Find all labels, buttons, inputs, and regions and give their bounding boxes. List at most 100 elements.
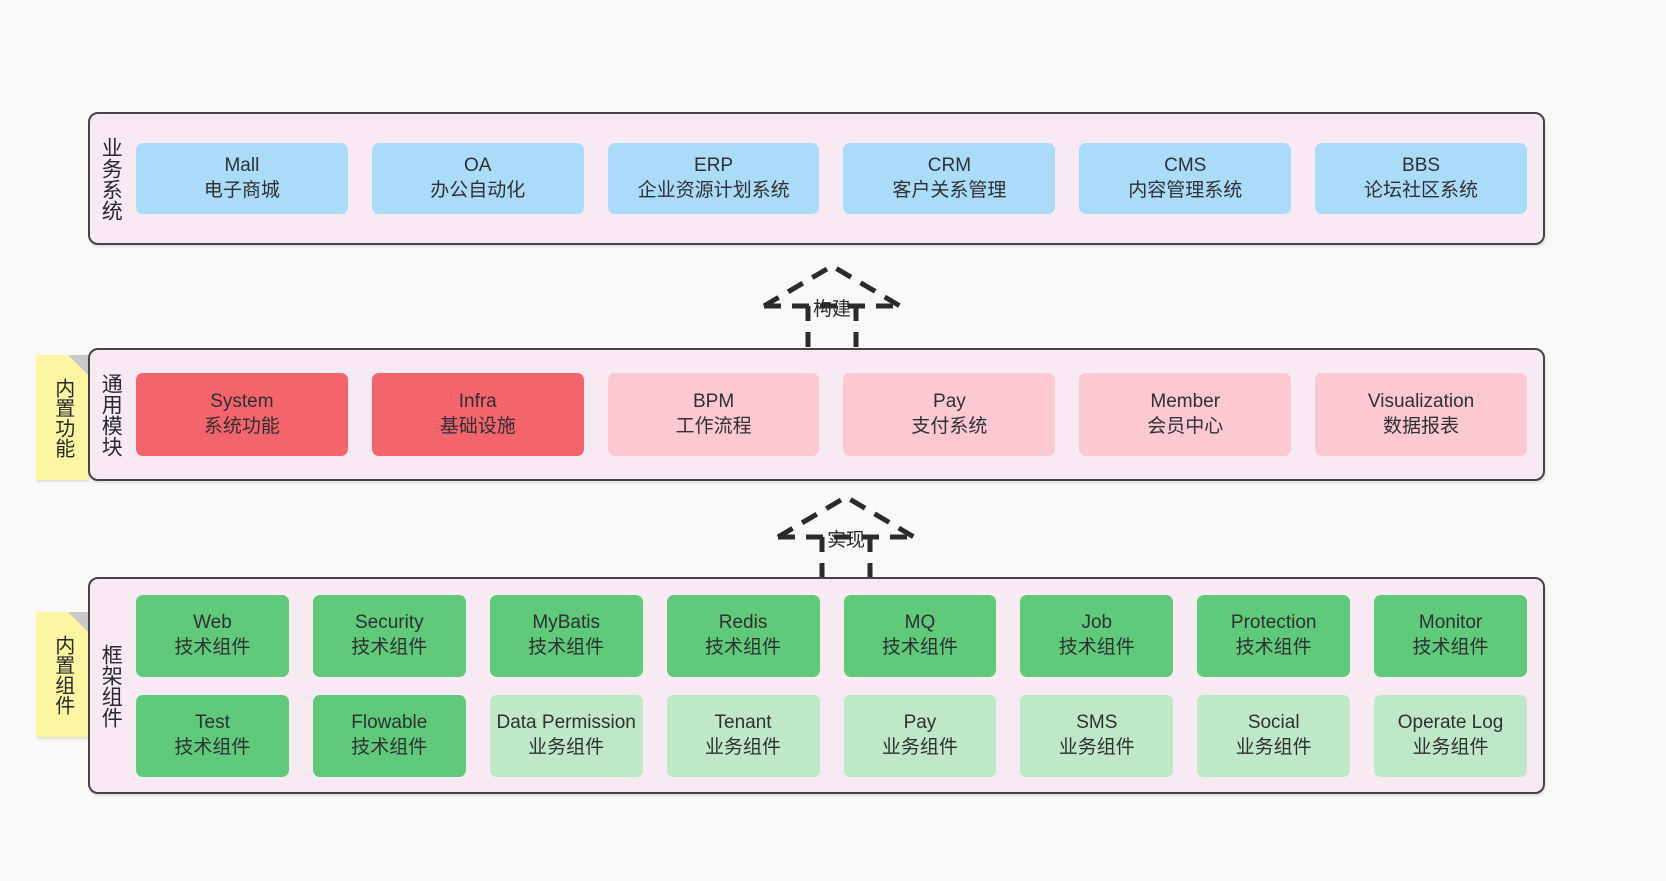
component-card-title: Operate Log [1397,712,1504,734]
module-card-infra[interactable]: Infra 基础设施 [371,373,584,456]
layer-band-framework: 框架组件 Web 技术组件 Security 技术组件 MyBatis 技术组件… [88,577,1545,794]
component-card-mq[interactable]: MQ 技术组件 [843,594,997,677]
band-body-common: System 系统功能 Infra 基础设施 BPM 工作流程 Pay 支付系统… [130,350,1543,479]
module-card-oa[interactable]: OA 办公自动化 [371,143,584,214]
band-row: Web 技术组件 Security 技术组件 MyBatis 技术组件 Redi… [136,594,1527,677]
sticky-note-builtin-features: 内置功能 [36,355,88,480]
component-card-title: SMS [1076,712,1118,734]
component-card-subtitle: 技术组件 [174,636,251,658]
module-card-subtitle: 内容管理系统 [1128,179,1243,201]
component-card-subtitle: 技术组件 [881,636,958,658]
component-card-monitor[interactable]: Monitor 技术组件 [1374,594,1527,677]
component-card-title: Pay [903,712,937,734]
component-card-redis[interactable]: Redis 技术组件 [666,594,820,677]
component-card-subtitle: 业务组件 [1412,736,1489,758]
component-card-subtitle: 业务组件 [705,736,782,758]
component-card-data-permission[interactable]: Data Permission 业务组件 [489,694,643,777]
component-card-sms[interactable]: SMS 业务组件 [1020,694,1174,777]
component-card-subtitle: 技术组件 [528,636,605,658]
module-card-cms[interactable]: CMS 内容管理系统 [1079,143,1292,214]
component-card-tenant[interactable]: Tenant 业务组件 [666,694,820,777]
module-card-subtitle: 系统功能 [203,415,280,437]
module-card-title: BBS [1402,155,1441,177]
component-card-mybatis[interactable]: MyBatis 技术组件 [489,594,643,677]
sticky-note-builtin-components: 内置组件 [36,612,88,737]
component-card-subtitle: 技术组件 [174,736,251,758]
layer-band-common: 通用模块 System 系统功能 Infra 基础设施 BPM 工作流程 Pay… [88,348,1545,481]
band-row: System 系统功能 Infra 基础设施 BPM 工作流程 Pay 支付系统… [136,373,1527,456]
component-card-title: Test [195,712,230,734]
component-card-subtitle: 业务组件 [528,736,605,758]
module-card-subtitle: 论坛社区系统 [1364,179,1479,201]
band-label-business: 业务系统 [99,136,123,221]
component-card-title: Redis [718,612,768,634]
page-fold-icon [68,612,88,632]
module-card-title: Visualization [1367,391,1475,413]
component-card-security[interactable]: Security 技术组件 [312,594,466,677]
component-card-subtitle: 业务组件 [1058,736,1135,758]
module-card-mall[interactable]: Mall 电子商城 [136,143,348,214]
component-card-subtitle: 技术组件 [1058,636,1135,658]
module-card-title: Infra [458,391,497,413]
component-card-title: MQ [904,612,936,634]
module-card-crm[interactable]: CRM 客户关系管理 [843,143,1056,214]
module-card-visualization[interactable]: Visualization 数据报表 [1315,373,1527,456]
connector-build: 构建 [742,258,922,358]
component-card-title: Job [1081,612,1113,634]
component-card-title: Security [354,612,424,634]
component-card-title: Protection [1230,612,1317,634]
component-card-test[interactable]: Test 技术组件 [136,694,289,777]
component-card-operate-log[interactable]: Operate Log 业务组件 [1374,694,1527,777]
module-card-title: CMS [1164,155,1207,177]
sticky-note-label: 内置组件 [51,634,74,715]
component-card-flowable[interactable]: Flowable 技术组件 [312,694,466,777]
module-card-bpm[interactable]: BPM 工作流程 [607,373,820,456]
module-card-subtitle: 客户关系管理 [892,179,1007,201]
layer-band-business: 业务系统 Mall 电子商城 OA 办公自动化 ERP 企业资源计划系统 CRM… [88,112,1545,245]
component-card-subtitle: 技术组件 [1235,636,1312,658]
connector-realize: 实现 [756,489,936,589]
module-card-system[interactable]: System 系统功能 [136,373,348,456]
component-card-web[interactable]: Web 技术组件 [136,594,289,677]
component-card-protection[interactable]: Protection 技术组件 [1197,594,1351,677]
band-body-business: Mall 电子商城 OA 办公自动化 ERP 企业资源计划系统 CRM 客户关系… [130,114,1543,243]
module-card-subtitle: 工作流程 [675,415,752,437]
component-card-subtitle: 业务组件 [881,736,958,758]
band-label-framework: 框架组件 [99,643,123,728]
component-card-subtitle: 业务组件 [1235,736,1312,758]
component-card-subtitle: 技术组件 [351,636,428,658]
module-card-title: OA [464,155,492,177]
dashed-generalization-arrow-icon [776,494,916,587]
module-card-subtitle: 基础设施 [439,415,516,437]
component-card-title: Flowable [351,712,428,734]
module-card-subtitle: 会员中心 [1147,415,1224,437]
band-row: Test 技术组件 Flowable 技术组件 Data Permission … [136,694,1527,777]
band-label-common: 通用模块 [99,372,123,457]
component-card-pay[interactable]: Pay 业务组件 [843,694,997,777]
module-card-title: BPM [692,391,735,413]
module-card-bbs[interactable]: BBS 论坛社区系统 [1315,143,1527,214]
component-card-social[interactable]: Social 业务组件 [1197,694,1351,777]
component-card-subtitle: 技术组件 [1412,636,1489,658]
dashed-generalization-arrow-icon [762,263,902,356]
module-card-erp[interactable]: ERP 企业资源计划系统 [607,143,820,214]
band-body-framework: Web 技术组件 Security 技术组件 MyBatis 技术组件 Redi… [130,579,1543,792]
module-card-subtitle: 企业资源计划系统 [637,179,790,201]
module-card-title: System [210,391,274,413]
module-card-subtitle: 电子商城 [203,179,280,201]
module-card-member[interactable]: Member 会员中心 [1079,373,1292,456]
page-fold-icon [68,355,88,375]
module-card-title: Member [1150,391,1221,413]
module-card-pay[interactable]: Pay 支付系统 [843,373,1056,456]
component-card-subtitle: 技术组件 [705,636,782,658]
component-card-title: Data Permission [496,712,636,734]
component-card-job[interactable]: Job 技术组件 [1020,594,1174,677]
component-card-title: Tenant [714,712,772,734]
component-card-title: Social [1247,712,1300,734]
module-card-title: Mall [224,155,260,177]
component-card-title: MyBatis [532,612,600,634]
module-card-subtitle: 数据报表 [1383,415,1460,437]
module-card-subtitle: 支付系统 [911,415,988,437]
component-card-title: Monitor [1418,612,1483,634]
